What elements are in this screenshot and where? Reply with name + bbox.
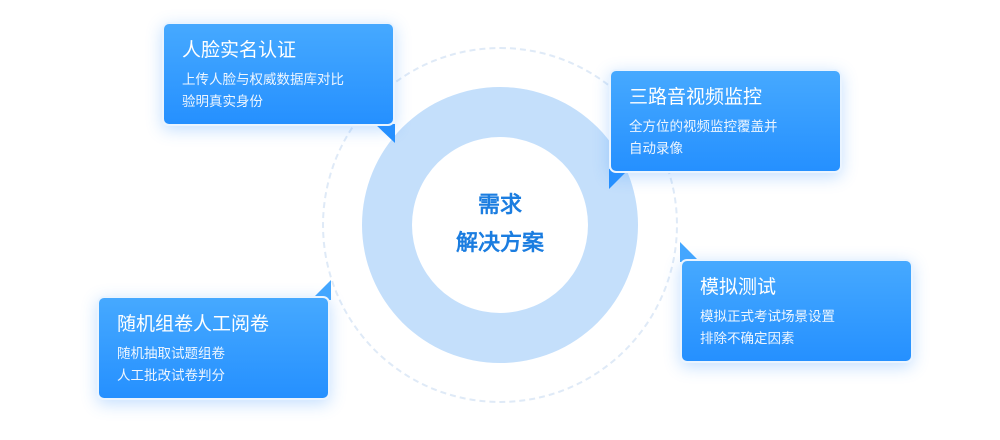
card-desc: 全方位的视频监控覆盖并 — [629, 119, 778, 135]
card-desc: 随机抽取试题组卷 — [117, 346, 225, 362]
card-tail — [375, 124, 395, 143]
card-desc: 排除不确定因素 — [700, 331, 795, 347]
card-video-monitoring: 三路音视频监控 全方位的视频监控覆盖并 自动录像 — [609, 69, 842, 173]
dashed-orbit — [322, 47, 678, 403]
card-desc: 上传人脸与权威数据库对比 — [182, 72, 344, 88]
center-circle: 需求 解决方案 — [412, 137, 588, 313]
card-desc: 验明真实身份 — [182, 94, 263, 110]
card-tail — [680, 242, 700, 262]
card-desc: 人工批改试卷判分 — [117, 368, 225, 384]
card-title: 模拟测试 — [700, 276, 777, 298]
card-face-verification: 人脸实名认证 上传人脸与权威数据库对比 验明真实身份 — [162, 22, 395, 126]
card-title: 三路音视频监控 — [629, 86, 763, 108]
center-title-line1: 需求 — [477, 193, 522, 218]
center-title-line2: 解决方案 — [455, 231, 544, 256]
card-random-paper-grading: 随机组卷人工阅卷 随机抽取试题组卷 人工批改试卷判分 — [97, 296, 330, 400]
card-tail — [609, 169, 629, 189]
card-desc: 模拟正式考试场景设置 — [700, 309, 835, 325]
card-tail — [311, 280, 331, 300]
card-title: 随机组卷人工阅卷 — [117, 313, 270, 335]
card-title: 人脸实名认证 — [182, 39, 297, 61]
card-mock-exam: 模拟测试 模拟正式考试场景设置 排除不确定因素 — [680, 259, 913, 363]
card-desc: 自动录像 — [629, 141, 683, 157]
